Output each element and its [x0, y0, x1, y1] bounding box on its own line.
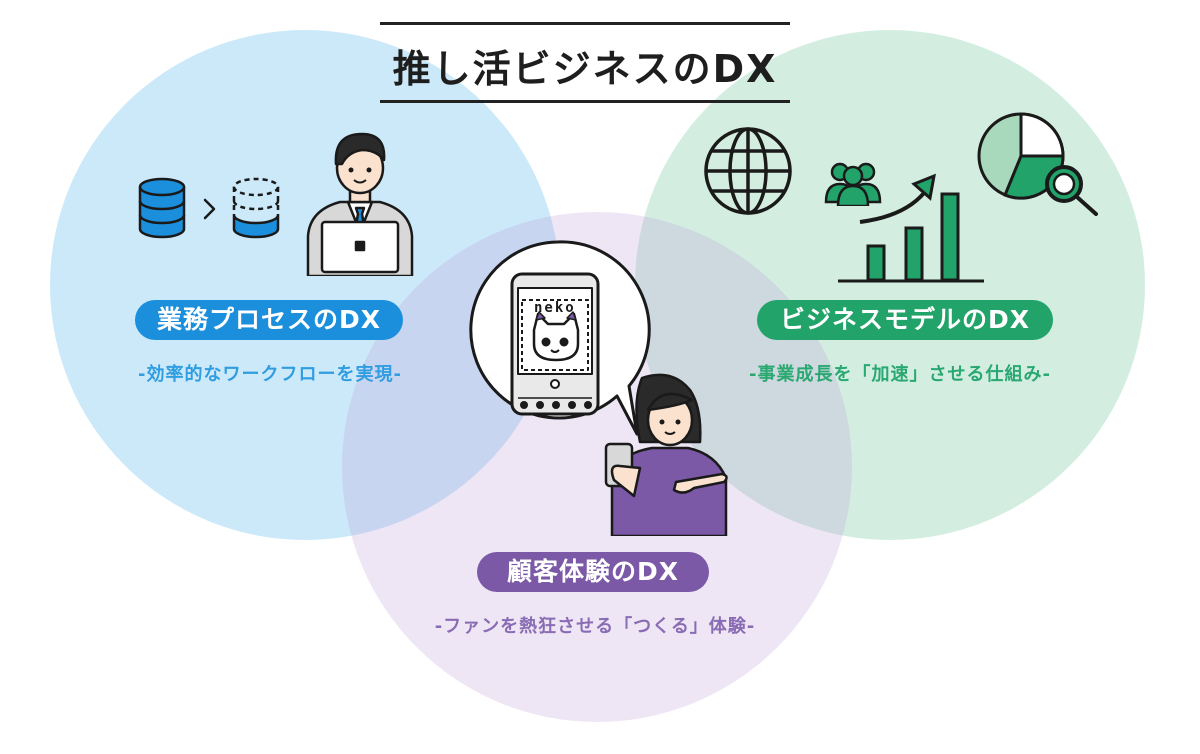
globe-icon: [704, 127, 792, 215]
business-process-subtitle: -効率的なワークフローを実現-: [138, 364, 402, 385]
phone-app-text: neko: [534, 300, 576, 316]
dashed-database-icon: [232, 177, 280, 239]
speech-bubble-phone-icon: neko: [469, 240, 651, 436]
title-top-rule: [380, 22, 790, 25]
woman-smartphone-icon: [604, 373, 728, 536]
business-process-circle: [50, 30, 560, 540]
database-icon: [138, 177, 186, 239]
title-bottom-rule: [380, 100, 790, 103]
title-block: 推し活ビジネスのDX: [380, 22, 790, 104]
magnifier-icon: [1045, 165, 1098, 216]
business-process-label: 業務プロセスのDX: [135, 300, 403, 340]
customer-experience-subtitle: -ファンを熱狂させる「つくる」体験-: [434, 616, 756, 637]
page-title: 推し活ビジネスのDX: [392, 47, 778, 91]
business-model-subtitle: -事業成長を「加速」させる仕組み-: [749, 364, 1051, 385]
business-model-circle: [635, 30, 1145, 540]
customer-experience-label: 顧客体験のDX: [477, 552, 709, 592]
chevron-right-icon: [203, 198, 216, 220]
people-group-icon: [824, 162, 882, 206]
bar-chart-arrow-icon: [838, 173, 984, 283]
business-model-label: ビジネスモデルのDX: [757, 300, 1053, 340]
businessman-laptop-icon: [306, 132, 414, 276]
